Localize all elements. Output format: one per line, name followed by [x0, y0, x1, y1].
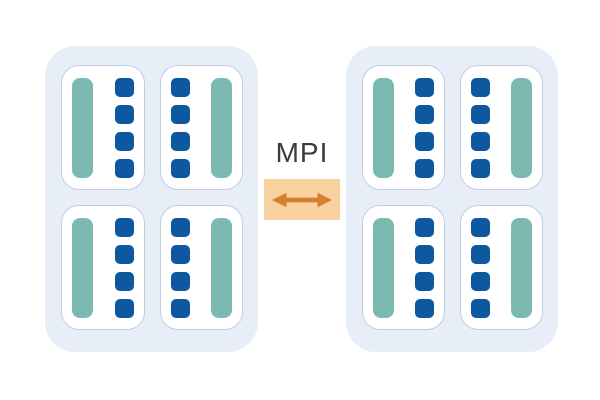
- socket-card: [159, 205, 243, 330]
- blue-square: [415, 272, 434, 291]
- blue-square: [471, 245, 490, 264]
- square-column: [471, 218, 490, 318]
- blue-square: [471, 105, 490, 124]
- blue-square: [114, 272, 134, 291]
- socket-card: [159, 65, 243, 190]
- blue-square: [170, 245, 190, 264]
- blue-square: [114, 78, 134, 97]
- blue-square: [114, 299, 134, 318]
- square-column: [170, 218, 190, 318]
- double-arrow-shape: [271, 192, 333, 207]
- blue-square: [170, 132, 190, 151]
- teal-bar: [511, 218, 532, 318]
- blue-square: [114, 132, 134, 151]
- socket-card: [61, 205, 145, 330]
- blue-square: [471, 272, 490, 291]
- socket-card: [460, 205, 543, 330]
- square-column: [114, 218, 134, 318]
- blue-square: [471, 159, 490, 178]
- blue-square: [415, 245, 434, 264]
- double-arrow-icon: [271, 192, 333, 207]
- blue-square: [415, 159, 434, 178]
- square-column: [114, 78, 134, 178]
- teal-bar: [72, 218, 93, 318]
- blue-square: [170, 272, 190, 291]
- teal-bar: [373, 218, 394, 318]
- blue-square: [114, 159, 134, 178]
- blue-square: [415, 78, 434, 97]
- teal-bar: [373, 78, 394, 178]
- blue-square: [114, 105, 134, 124]
- blue-square: [471, 218, 490, 237]
- blue-square: [114, 218, 134, 237]
- square-column: [170, 78, 190, 178]
- compute-node-right: [346, 46, 558, 352]
- teal-bar: [72, 78, 93, 178]
- blue-square: [170, 105, 190, 124]
- teal-bar: [511, 78, 532, 178]
- blue-square: [415, 299, 434, 318]
- compute-node-left: [45, 46, 258, 352]
- square-column: [471, 78, 490, 178]
- blue-square: [170, 159, 190, 178]
- blue-square: [415, 105, 434, 124]
- blue-square: [471, 299, 490, 318]
- teal-bar: [211, 78, 232, 178]
- blue-square: [114, 245, 134, 264]
- blue-square: [415, 218, 434, 237]
- blue-square: [170, 78, 190, 97]
- blue-square: [170, 218, 190, 237]
- mpi-label: MPI: [275, 137, 329, 168]
- socket-card: [362, 205, 445, 330]
- blue-square: [471, 132, 490, 151]
- teal-bar: [211, 218, 232, 318]
- socket-card: [460, 65, 543, 190]
- blue-square: [415, 132, 434, 151]
- blue-square: [471, 78, 490, 97]
- socket-card: [362, 65, 445, 190]
- square-column: [415, 218, 434, 318]
- blue-square: [170, 299, 190, 318]
- square-column: [415, 78, 434, 178]
- socket-card: [61, 65, 145, 190]
- mpi-link-box: [264, 179, 340, 220]
